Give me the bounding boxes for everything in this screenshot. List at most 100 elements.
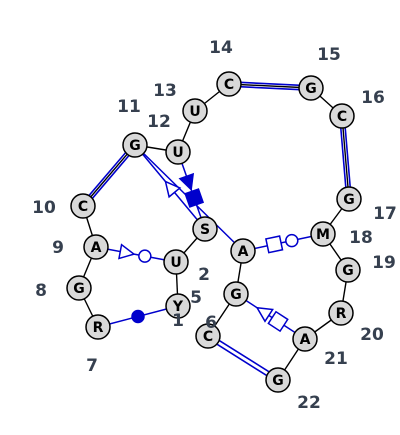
number-label-12: 12 [147, 112, 171, 132]
pair-line [235, 293, 306, 340]
nucleotide-label: G [73, 281, 85, 297]
nucleotide-A3: A [230, 238, 256, 264]
nucleotide-label: S [200, 222, 210, 238]
pair-square-symbol [184, 188, 205, 208]
nucleotide-circle [292, 326, 318, 352]
nucleotide-label: G [343, 192, 355, 208]
nucleotide-U13: U [182, 98, 208, 124]
pair-circle-symbol [285, 233, 299, 248]
nucleotide-label: G [129, 138, 141, 154]
nucleotide-label: G [272, 373, 284, 389]
nucleotide-Y: Y [165, 293, 191, 319]
pair-line [80, 143, 134, 206]
nucleotide-label: G [342, 263, 354, 279]
nucleotide-label: R [93, 320, 104, 336]
nucleotide-circle [310, 221, 336, 247]
pair-square-symbol [267, 310, 289, 333]
nucleotide-G4: G [223, 281, 249, 307]
base-pair-G11-C10 [80, 143, 138, 208]
pair-triangle-symbol [118, 243, 136, 260]
nucleotide-label: G [230, 287, 242, 303]
number-label-20: 20 [360, 325, 384, 345]
nucleotide-circle [85, 314, 111, 340]
nucleotide-label: C [203, 329, 213, 345]
base-pair-R7-Y [97, 305, 179, 328]
nucleotide-G19: G [335, 257, 361, 283]
pair-triangle-symbol [178, 172, 195, 192]
nucleotide-circle [122, 132, 148, 158]
nucleotide-label: C [78, 199, 88, 215]
nucleotide-G11: G [122, 132, 148, 158]
number-label-10: 10 [32, 198, 56, 218]
pair-line [343, 115, 352, 199]
nucleotide-R7: R [85, 314, 111, 340]
pair-line [242, 233, 324, 252]
pair-line [339, 116, 348, 200]
number-label-13: 13 [153, 81, 177, 101]
nucleotide-G8: G [66, 275, 92, 301]
number-label-2: 2 [198, 265, 210, 285]
nucleotide-G15: G [298, 75, 324, 101]
nucleotide-circle [223, 281, 249, 307]
backbone-link [341, 115, 350, 200]
base-pair-layer [80, 81, 352, 383]
nucleotide-A21: A [292, 326, 318, 352]
base-pair-C6-G22 [206, 333, 280, 383]
nucleotide-circle [335, 257, 361, 283]
nucleotide-circle [298, 75, 324, 101]
pair-line [206, 337, 278, 383]
nucleotide-R20: R [328, 300, 354, 326]
number-label-8: 8 [35, 281, 47, 301]
pair-line [84, 145, 138, 208]
backbone-link [228, 83, 312, 89]
number-label-18: 18 [349, 228, 373, 248]
nucleotide-C10: C [70, 193, 96, 219]
number-label-16: 16 [361, 88, 385, 108]
pair-line [95, 246, 177, 263]
nucleotide-G17: G [336, 186, 362, 212]
pair-triangle-symbol [255, 306, 274, 323]
pair-circle-symbol [138, 249, 152, 263]
number-label-15: 15 [317, 45, 341, 65]
pair-line [229, 81, 312, 87]
nucleotide-label: M [316, 227, 330, 243]
base-pair-G11-A3 [134, 144, 244, 252]
nucleotide-circle [70, 193, 96, 219]
base-pair-U12-S [177, 151, 206, 230]
nucleotide-label: Y [172, 299, 184, 315]
number-label-19: 19 [372, 253, 396, 273]
number-label-7: 7 [86, 356, 98, 376]
nucleotide-circle [329, 103, 355, 129]
nucleotide-circle [230, 238, 256, 264]
base-pair-C16-G17 [339, 115, 352, 200]
number-label-5: 5 [190, 288, 202, 308]
number-label-11: 11 [117, 97, 141, 117]
backbone-link [82, 144, 136, 207]
nucleotide-circle [336, 186, 362, 212]
pair-square-symbol [265, 235, 284, 254]
base-pair-C14-G15 [228, 81, 312, 91]
nucleotide-S: S [192, 216, 218, 242]
nucleotide-label: G [305, 81, 317, 97]
number-label-17: 17 [373, 204, 397, 224]
nucleotide-C6: C [195, 323, 221, 349]
nucleotide-circle [216, 71, 242, 97]
nucleotide-circle [163, 249, 189, 275]
pair-line [228, 85, 311, 91]
pair-line [134, 144, 244, 252]
nucleotide-M18: M [310, 221, 336, 247]
nucleotide-G22: G [265, 367, 291, 393]
nucleotide-C16: C [329, 103, 355, 129]
nucleotide-circle [265, 367, 291, 393]
nucleotide-U12: U [165, 139, 191, 165]
number-label-1: 1 [172, 311, 184, 331]
nucleotide-circle [195, 323, 221, 349]
nucleotide-U5: U [163, 249, 189, 275]
nucleotide-label: U [172, 145, 183, 161]
nucleotide-circle [328, 300, 354, 326]
nucleotide-label: R [336, 306, 347, 322]
